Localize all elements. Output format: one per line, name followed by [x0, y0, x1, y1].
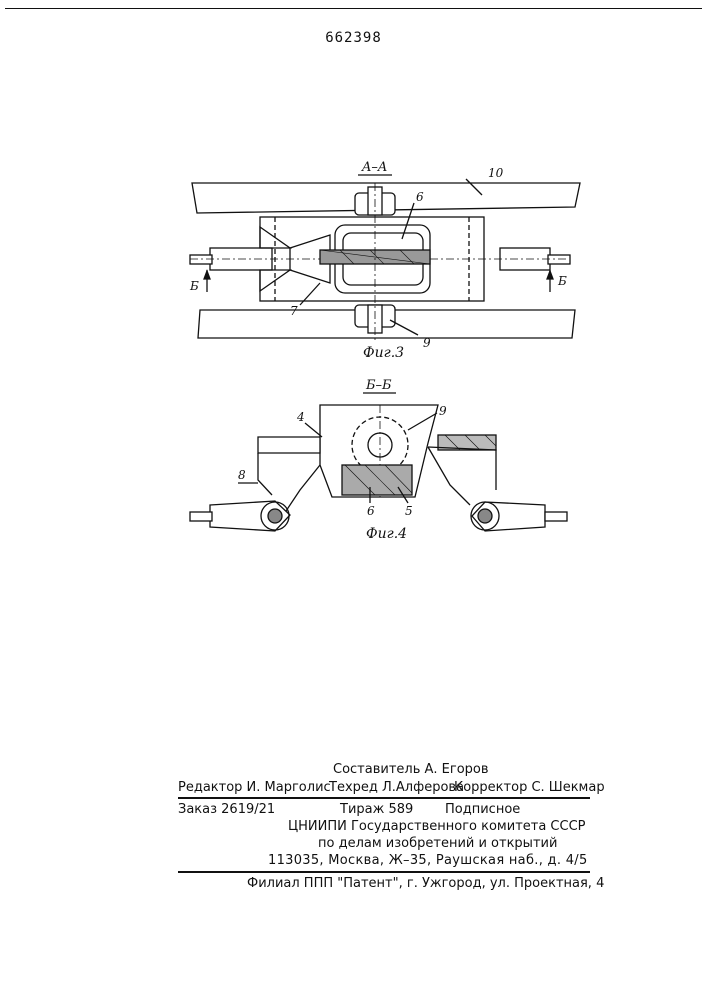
colophon-compiler: Составитель А. Егоров: [333, 762, 489, 777]
fig4-label-9: 9: [439, 404, 447, 418]
fig4-label-5: 5: [405, 504, 413, 518]
colophon-org-line-1: ЦНИИПИ Государственного комитета СССР: [288, 819, 586, 834]
figure-4-drawing: Б–Б: [180, 375, 600, 550]
fig3-label-10: 10: [488, 166, 504, 180]
colophon-corrector: Корректор С. Шекмар: [454, 780, 605, 795]
patent-number: 662398: [0, 30, 707, 46]
colophon-techred: Техред Л.Алферова: [329, 780, 464, 795]
fig3-label-9: 9: [423, 336, 431, 350]
colophon-rule-2: [178, 871, 590, 873]
colophon-print-run: Тираж 589: [340, 802, 413, 817]
colophon-branch: Филиал ППП "Патент", г. Ужгород, ул. Про…: [247, 876, 604, 891]
fig3-label-6: 6: [416, 190, 424, 204]
colophon-order: Заказ 2619/21: [178, 802, 275, 817]
colophon-address: 113035, Москва, Ж–35, Раушская наб., д. …: [268, 853, 588, 868]
figure-3-drawing: A–A: [180, 155, 600, 370]
fig4-section-label: Б–Б: [365, 378, 392, 393]
fig3-section-label: A–A: [361, 160, 387, 175]
fig3-label-7: 7: [290, 304, 298, 318]
fig3-section-b-left: Б: [189, 279, 199, 293]
fig4-label-6: 6: [367, 504, 375, 518]
fig4-label-8: 8: [238, 468, 246, 482]
fig3-caption: Фиг.3: [363, 345, 404, 361]
fig4-caption: Фиг.4: [366, 526, 407, 542]
top-rule: [5, 8, 702, 9]
fig4-label-4: 4: [296, 410, 305, 424]
colophon-org-line-2: по делам изобретений и открытий: [318, 836, 557, 851]
fig3-section-b-right: Б: [557, 274, 567, 288]
colophon-editor: Редактор И. Марголис: [178, 780, 331, 795]
colophon-subscription: Подписное: [445, 802, 520, 817]
colophon-rule-1: [178, 797, 590, 799]
